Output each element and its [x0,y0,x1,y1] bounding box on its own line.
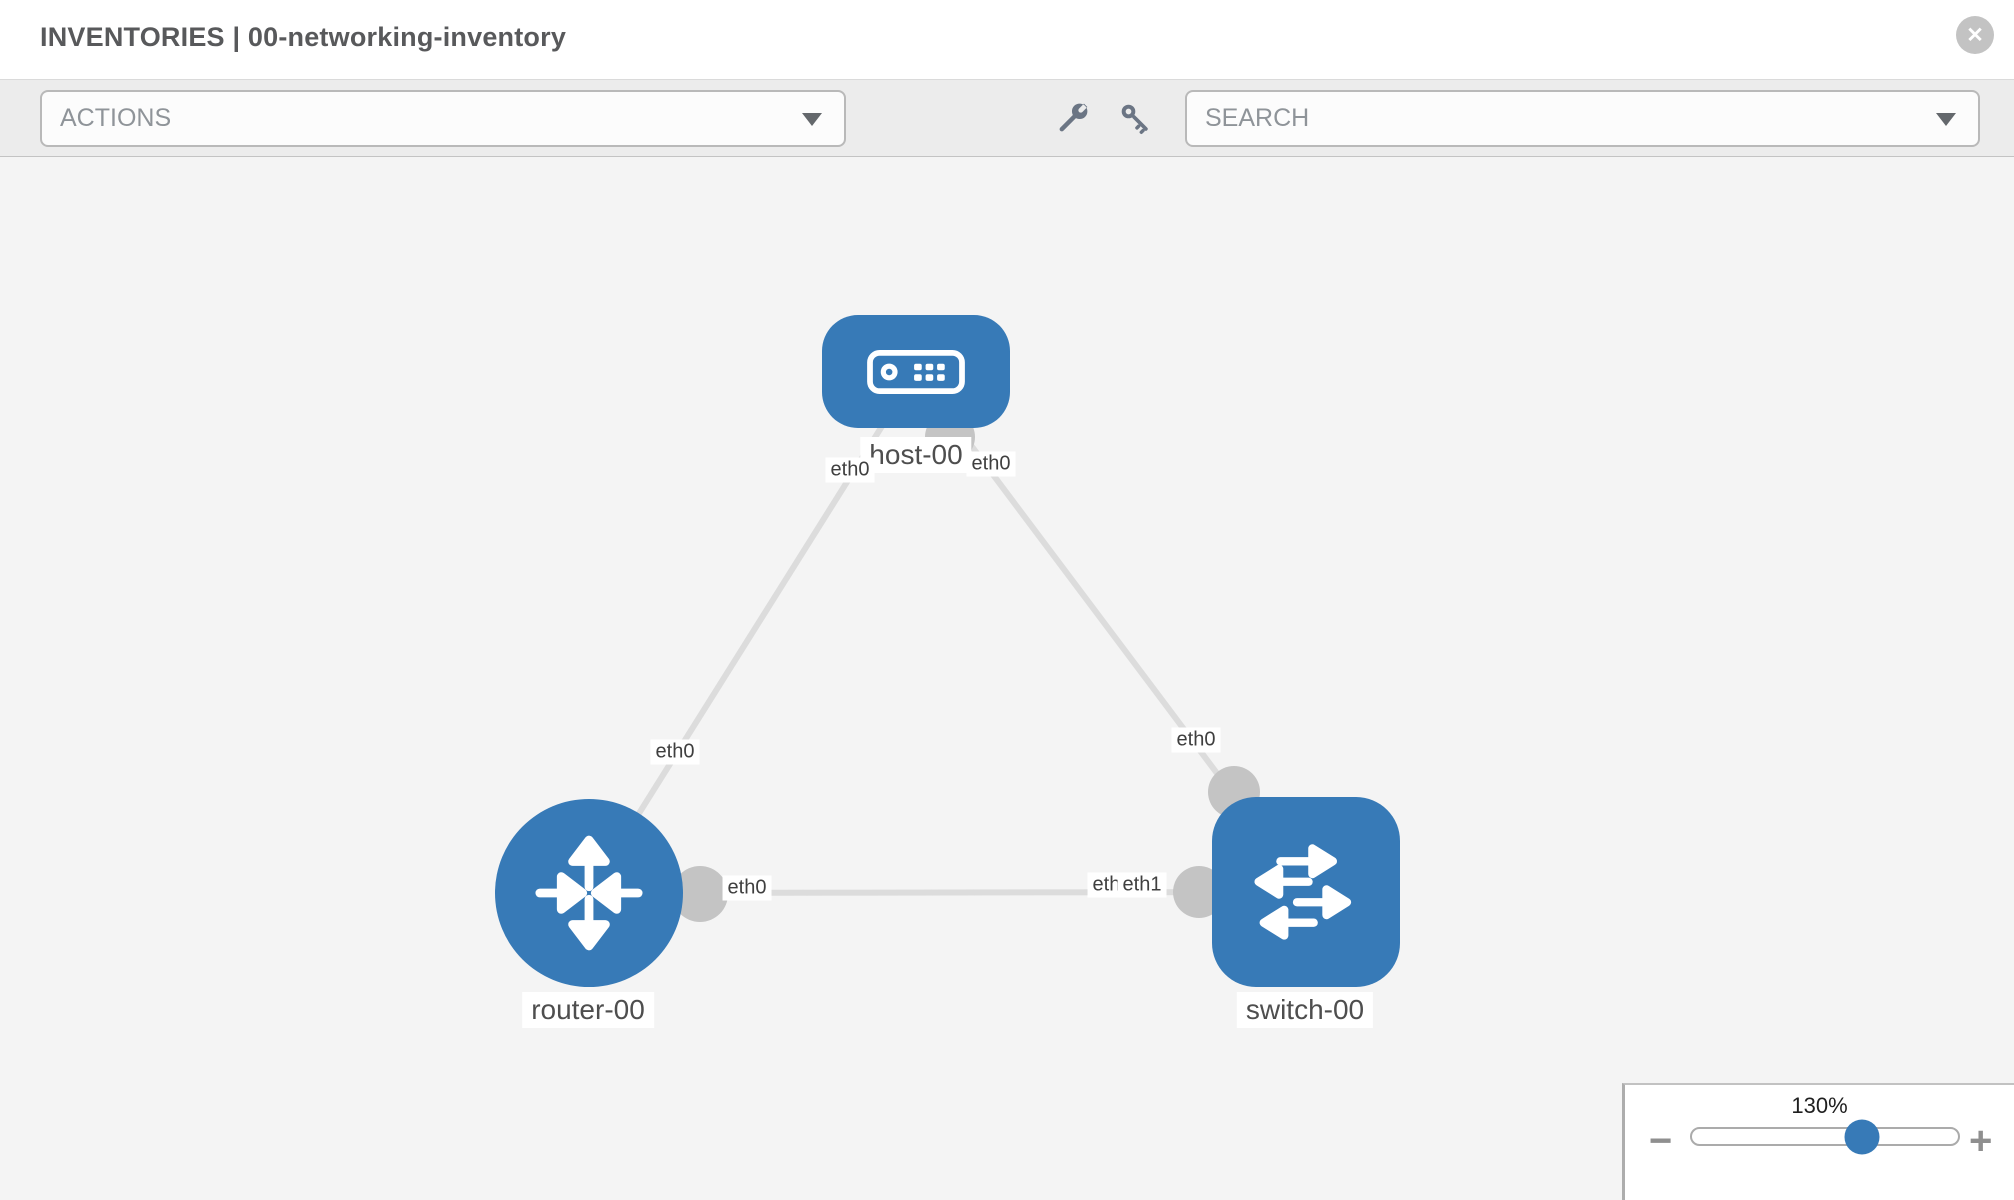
zoom-slider-thumb[interactable] [1844,1119,1880,1154]
if-label-host-eth0-right: eth0 [966,451,1016,477]
router-icon [535,835,643,951]
page-title: INVENTORIES | 00-networking-inventory [40,22,567,52]
chevron-down-icon [802,113,822,126]
switch-icon [1254,844,1352,940]
if-label-host-eth0-left: eth0 [825,457,875,483]
node-switch-00[interactable] [1212,797,1400,987]
zoom-control-panel: 130% − + [1622,1083,2014,1200]
if-label-switch-eth0-diag: eth0 [1171,727,1221,753]
zoom-in-button[interactable]: + [1969,1119,1993,1163]
toolbar: ACTIONS SEARCH [0,79,2014,157]
close-x-glyph: ✕ [1966,23,1984,47]
key-icon[interactable] [1114,97,1158,141]
zoom-value: 130% [1791,1093,1848,1118]
search-dropdown[interactable]: SEARCH [1185,90,1980,147]
topology-links-layer [586,370,1309,896]
search-placeholder: SEARCH [1205,104,1310,132]
close-icon[interactable]: ✕ [1956,16,1994,54]
if-label-switch-eth1-horiz: eth1 [1117,872,1167,898]
if-label-router-eth0-diag: eth0 [650,739,700,765]
wrench-icon[interactable] [1050,97,1094,141]
host-icon [867,349,965,394]
window-header: INVENTORIES | 00-networking-inventory ✕ [0,0,2014,79]
node-label-router-00: router-00 [522,992,654,1028]
if-label-router-eth0-horiz: eth0 [722,875,772,901]
node-host-00[interactable] [822,315,1010,428]
zoom-out-button[interactable]: − [1649,1119,1673,1163]
topology-canvas[interactable]: host-00 router-00 switch-00 eth0 eth0 et… [0,157,2014,1200]
chevron-down-icon [1936,113,1956,126]
zoom-slider[interactable] [1690,1119,1960,1154]
actions-dropdown[interactable]: ACTIONS [40,90,846,147]
node-label-host-00: host-00 [860,437,972,473]
actions-dropdown-label: ACTIONS [60,104,172,132]
node-label-switch-00: switch-00 [1236,992,1374,1028]
node-router-00[interactable] [495,799,683,987]
